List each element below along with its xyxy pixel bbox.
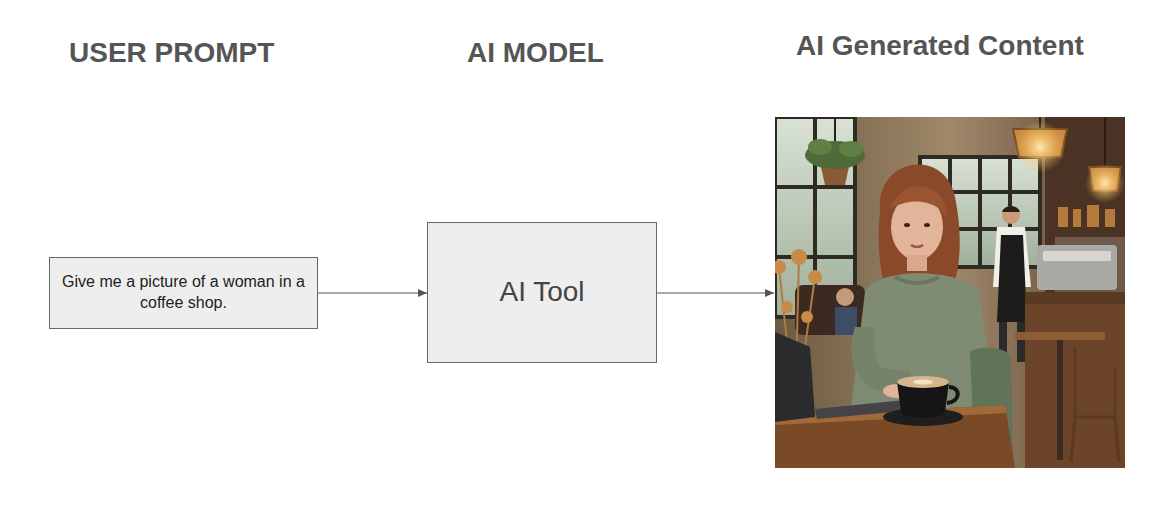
espresso-machine bbox=[1025, 245, 1125, 468]
node-text: Give me a picture of a woman in a coffee… bbox=[62, 272, 305, 314]
output-arrow bbox=[657, 292, 774, 293]
flow-arrow bbox=[318, 292, 427, 293]
column-heading: USER PROMPT bbox=[69, 36, 274, 70]
column-heading: AI Generated Content bbox=[796, 29, 1084, 63]
node-text: AI Tool bbox=[499, 274, 584, 310]
prompt-box: Give me a picture of a woman in a coffee… bbox=[49, 257, 318, 329]
hanging-lamps bbox=[1013, 117, 1125, 203]
hanging-plant bbox=[805, 117, 865, 185]
generated-image bbox=[775, 117, 1125, 468]
table-laptop-cup bbox=[775, 332, 1015, 468]
process-box: AI Tool bbox=[427, 222, 657, 363]
cafe-background bbox=[775, 117, 1125, 468]
column-heading: AI MODEL bbox=[467, 36, 604, 70]
